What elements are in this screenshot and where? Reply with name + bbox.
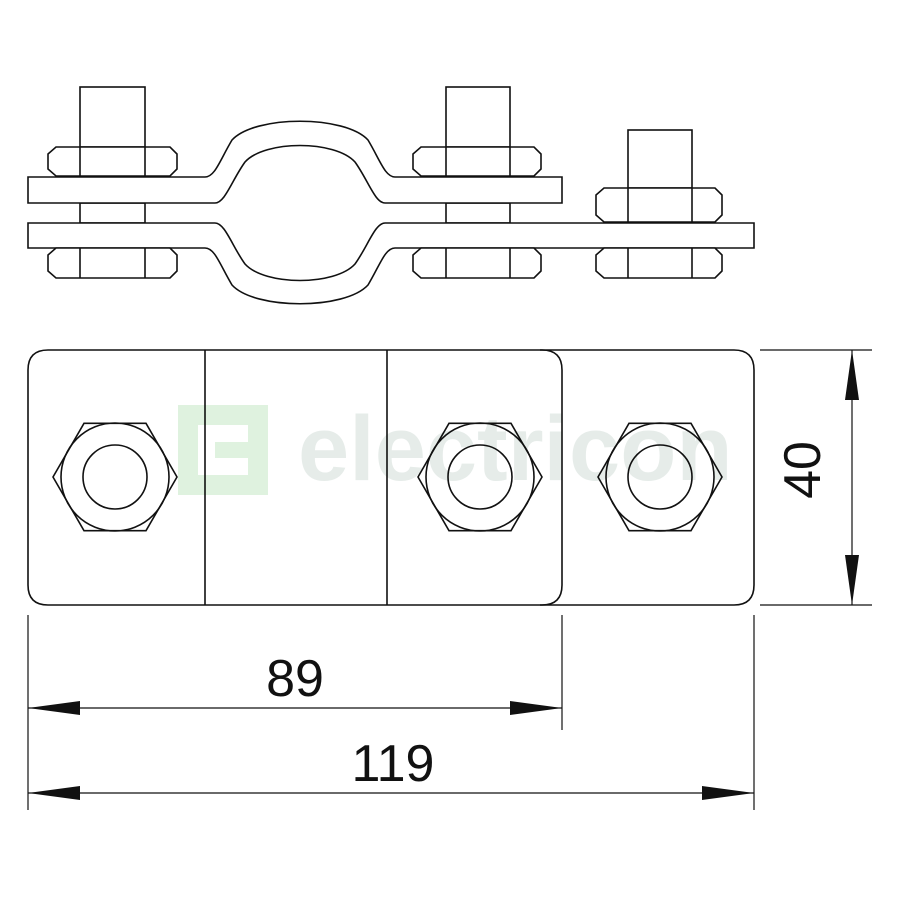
nut-plan-2 [417, 422, 543, 532]
nut-3-top [595, 187, 723, 223]
dimension-89: 89 [266, 650, 324, 708]
nut-3-bottom [595, 247, 723, 279]
nut-1-bottom [47, 247, 178, 279]
nut-plan-1 [52, 422, 178, 532]
top-view [27, 349, 755, 606]
upper-clamp-plate [27, 120, 563, 204]
nut-plan-group [52, 422, 723, 532]
dimension-lines [27, 349, 872, 810]
rear-plate-outline [540, 349, 755, 606]
bolt-shaft-1 [79, 86, 146, 148]
bolt-shaft-2 [445, 86, 511, 148]
nut-1-top [47, 146, 178, 177]
lower-clamp-plate [27, 222, 755, 305]
front-plate-outline [27, 349, 563, 606]
dimension-40: 40 [774, 441, 832, 499]
nut-2-top [412, 146, 542, 177]
side-view [27, 86, 755, 305]
nut-2-bottom [412, 247, 542, 279]
dimension-119: 119 [352, 735, 435, 793]
bolt-shaft-3 [627, 129, 693, 189]
watermark-text: electricon [298, 398, 733, 500]
watermark-logo: electricon [178, 398, 733, 500]
nut-plan-3 [597, 422, 723, 532]
